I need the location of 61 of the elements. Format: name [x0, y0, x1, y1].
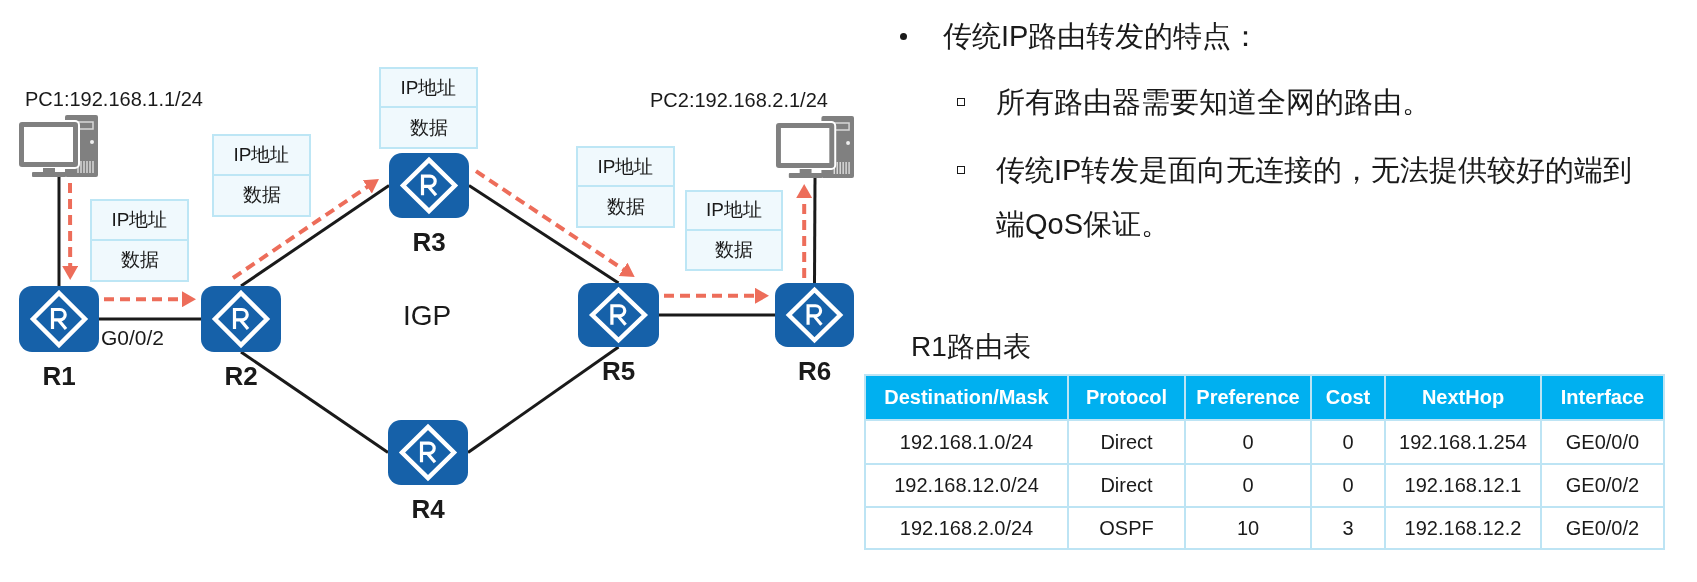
host-label: PC1:192.168.1.1/24: [25, 88, 203, 111]
table-cell: 192.168.1.0/24: [866, 421, 1069, 465]
packet-field: 数据: [212, 175, 311, 217]
router-name: R6: [797, 357, 832, 387]
table-header-cell: Cost: [1312, 376, 1386, 421]
packet-field: IP地址: [212, 134, 311, 176]
dashed-arrow: [664, 287, 769, 304]
packet-field: IP地址: [90, 199, 189, 241]
table-cell: GE0/0/0: [1542, 421, 1665, 465]
packet-field: 数据: [576, 187, 675, 228]
packet-field: IP地址: [576, 146, 675, 187]
link-line: [659, 313, 775, 317]
table-cell: GE0/0/2: [1542, 465, 1665, 508]
area-label: IGP: [403, 300, 452, 332]
router-name: R2: [224, 362, 258, 392]
link-line: [99, 317, 201, 321]
table-cell: OSPF: [1069, 508, 1186, 550]
bullet-text: 传统IP转发是面向无连接的，无法提供较好的端到端QoS保证。: [996, 153, 1634, 242]
packet-field: 数据: [90, 240, 189, 282]
dashed-arrow: [104, 291, 196, 308]
table-header-cell: NextHop: [1386, 376, 1542, 421]
link-line: [240, 184, 390, 288]
packet-field: 数据: [685, 230, 783, 271]
table-cell: 0: [1312, 465, 1386, 508]
table-header-cell: Interface: [1542, 376, 1665, 421]
router-name: R4: [411, 495, 445, 525]
dashed-arrow: [796, 184, 813, 278]
host-label: PC2:192.168.2.1/24: [650, 89, 828, 112]
packet-field: IP地址: [685, 190, 783, 231]
link-line: [468, 184, 620, 285]
packet-field: 数据: [379, 108, 478, 149]
table-cell: 10: [1186, 508, 1312, 550]
router-name: R3: [412, 228, 446, 258]
table-cell: 192.168.12.2: [1386, 508, 1542, 550]
table-header-cell: Preference: [1186, 376, 1312, 421]
table-cell: Direct: [1069, 421, 1186, 465]
packet-field: IP地址: [379, 67, 478, 108]
table-cell: 3: [1312, 508, 1386, 550]
table-title: R1路由表: [911, 330, 1031, 364]
router-name: R1: [42, 362, 76, 392]
dashed-arrow: [62, 183, 79, 280]
bullet-text: 所有路由器需要知道全网的路由。: [996, 85, 1431, 120]
table-cell: Direct: [1069, 465, 1186, 508]
table-cell: GE0/0/2: [1542, 508, 1665, 550]
link-line: [240, 350, 389, 454]
router-name: R5: [601, 357, 636, 387]
dashed-arrow: [474, 169, 635, 278]
table-cell: 0: [1312, 421, 1386, 465]
dashed-arrow: [231, 179, 379, 280]
link-line: [813, 178, 817, 283]
link-line: [467, 345, 620, 454]
link-line: [57, 177, 61, 286]
table-cell: 192.168.1.254: [1386, 421, 1542, 465]
table-cell: 192.168.12.0/24: [866, 465, 1069, 508]
table-header-cell: Destination/Mask: [866, 376, 1069, 421]
table-cell: 0: [1186, 465, 1312, 508]
table-header-cell: Protocol: [1069, 376, 1186, 421]
table-cell: 192.168.12.1: [1386, 465, 1542, 508]
heading-text: 传统IP路由转发的特点：: [943, 19, 1261, 54]
table-cell: 192.168.2.0/24: [866, 508, 1069, 550]
table-cell: 0: [1186, 421, 1312, 465]
